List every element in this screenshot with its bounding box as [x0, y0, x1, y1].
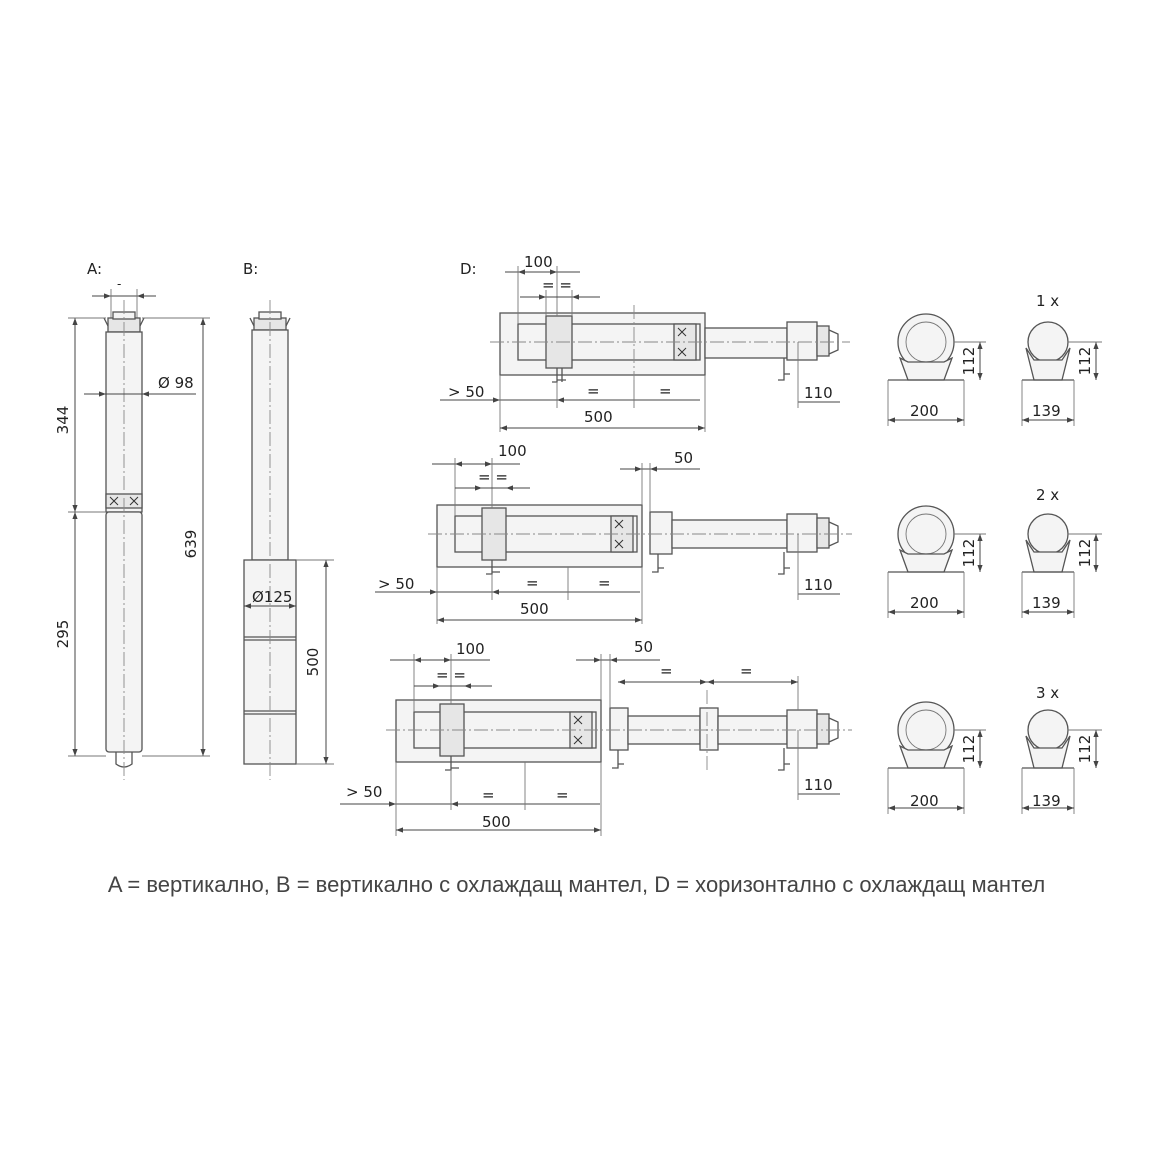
- dim-span-2: =: [740, 662, 753, 680]
- dim-min: > 50: [346, 783, 382, 801]
- dim-eq-top: = =: [436, 666, 466, 684]
- dim-eq-2: =: [598, 574, 611, 592]
- view-d-label: D:: [460, 260, 477, 278]
- dim-eq-1: =: [587, 382, 600, 400]
- support-width-a: 200: [910, 792, 939, 810]
- dim-height: 110: [804, 776, 833, 794]
- view-a-dim-lower: 295: [54, 620, 72, 649]
- supports-row-2: 200 112 2 x 139 112: [887, 486, 1102, 618]
- dim-clamp: 100: [456, 640, 485, 658]
- support-height-a: 112: [960, 539, 978, 568]
- view-a-dim-top: -: [117, 277, 121, 291]
- dim-clamp: 100: [498, 442, 527, 460]
- figure-caption: A = вертикално, B = вертикално с охлажда…: [107, 872, 1046, 897]
- supports-row-3: 200 112 3 x 139 112: [887, 684, 1102, 814]
- support-count: 1 x: [1036, 292, 1059, 310]
- supports-row-1: 200 112 1 x 139 112: [887, 292, 1102, 426]
- dim-eq-1: =: [482, 786, 495, 804]
- dim-min: > 50: [378, 575, 414, 593]
- view-d-row-3: 100 = = 50 = = > 50 = =: [340, 638, 852, 836]
- dim-total: 500: [584, 408, 613, 426]
- dim-span-1: =: [660, 662, 673, 680]
- view-a-dim-total: 639: [182, 530, 200, 559]
- support-width-a: 200: [910, 402, 939, 420]
- view-b-label: B:: [243, 260, 258, 278]
- dim-eq-top: = =: [542, 276, 572, 294]
- support-count: 3 x: [1036, 684, 1059, 702]
- dim-height: 110: [804, 384, 833, 402]
- dim-eq-2: =: [556, 786, 569, 804]
- support-height-b: 112: [1076, 735, 1094, 764]
- support-width-b: 139: [1032, 792, 1061, 810]
- dim-offset: 50: [674, 449, 693, 467]
- support-height-a: 112: [960, 735, 978, 764]
- support-count: 2 x: [1036, 486, 1059, 504]
- support-height-b: 112: [1076, 539, 1094, 568]
- dim-offset: 50: [634, 638, 653, 656]
- view-d-row-1: 100 = = > 50 = = 500 110: [440, 253, 850, 432]
- view-d-row-2: 100 = = 50 > 50 = = 500 110: [375, 442, 852, 624]
- view-b-dim-diameter: Ø125: [252, 588, 292, 606]
- dim-clamp: 100: [524, 253, 553, 271]
- view-b-dim-height: 500: [304, 648, 322, 677]
- view-a: A: - Ø 98 344 295: [54, 260, 210, 780]
- dim-total: 500: [520, 600, 549, 618]
- support-width-b: 139: [1032, 402, 1061, 420]
- view-b: B: Ø125 500: [243, 260, 334, 780]
- dim-total: 500: [482, 813, 511, 831]
- view-a-dim-diameter: Ø 98: [158, 374, 194, 392]
- dim-eq-1: =: [526, 574, 539, 592]
- dim-eq-top: = =: [478, 468, 508, 486]
- support-width-b: 139: [1032, 594, 1061, 612]
- support-width-a: 200: [910, 594, 939, 612]
- support-height-a: 112: [960, 347, 978, 376]
- dim-height: 110: [804, 576, 833, 594]
- view-a-dim-upper: 344: [54, 406, 72, 435]
- dim-min: > 50: [448, 383, 484, 401]
- dim-eq-2: =: [659, 382, 672, 400]
- support-height-b: 112: [1076, 347, 1094, 376]
- view-a-label: A:: [87, 260, 102, 278]
